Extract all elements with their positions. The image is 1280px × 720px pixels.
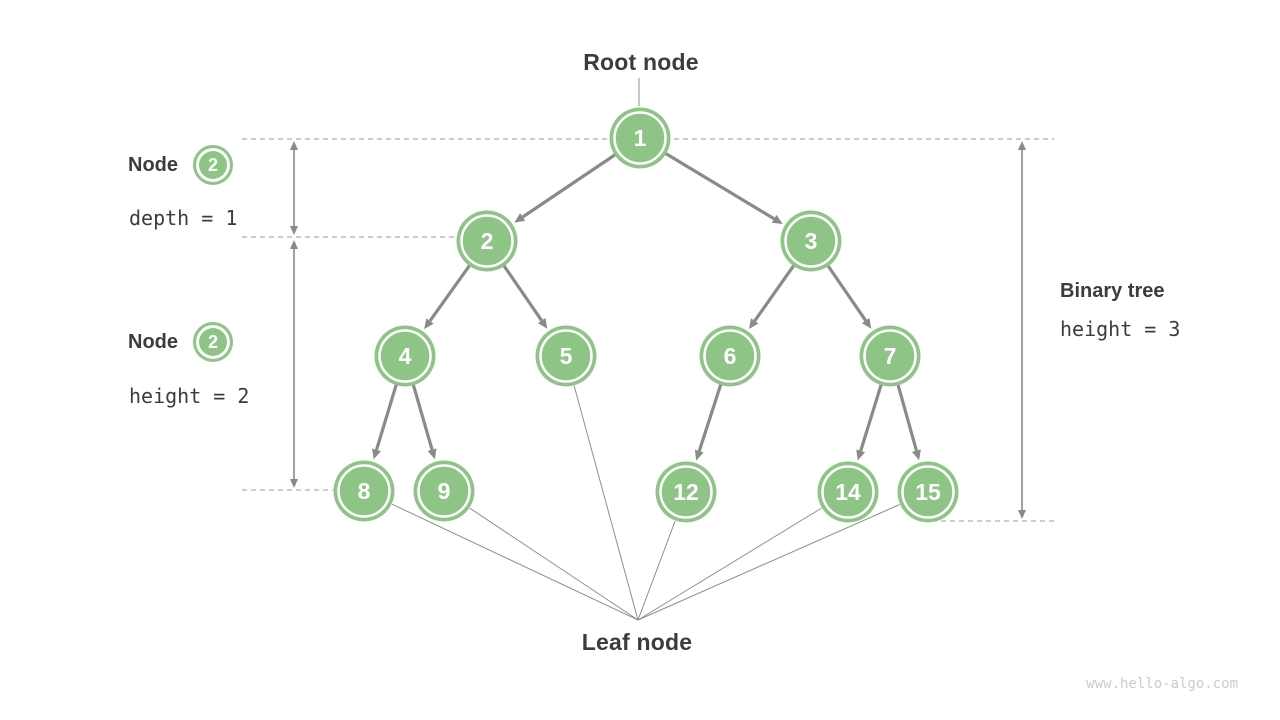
tree-node-ring-2 xyxy=(460,214,514,268)
tree-node-circle-3 xyxy=(780,210,842,272)
leaf-connector-line-8 xyxy=(391,503,639,621)
tree-node-value-14: 14 xyxy=(835,479,861,505)
watermark: www.hello-algo.com xyxy=(1086,676,1238,692)
measure-arrowhead-up-icon xyxy=(1018,141,1026,150)
tree-node-ring-15 xyxy=(901,465,955,519)
tree-node-circle-1 xyxy=(609,107,671,169)
measure-arrowhead-up-icon xyxy=(290,141,298,150)
annotation-node-depth: Node 2 xyxy=(128,145,233,185)
tree-edge-7-15 xyxy=(896,384,918,452)
node-depth-badge: 2 xyxy=(193,145,233,185)
tree-edge-arrowhead-icon xyxy=(771,214,783,224)
tree-edge-6-12 xyxy=(697,384,723,452)
tree-edge-arrowhead-icon xyxy=(427,448,437,460)
measure-arrowhead-down-icon xyxy=(1018,510,1026,519)
tree-node-circle-8 xyxy=(333,460,395,522)
leaf-connector-line-9 xyxy=(469,507,639,621)
tree-node-ring-1 xyxy=(613,111,667,165)
tree-edge-7-14 xyxy=(859,384,883,452)
tree-edge-3-7 xyxy=(826,264,867,322)
tree-node-ring-12 xyxy=(659,465,713,519)
leaf-connector-line-14 xyxy=(637,507,822,621)
node-height-title: Node xyxy=(128,330,178,353)
tree-node-ring-3 xyxy=(784,214,838,268)
leaf-connector-line-15 xyxy=(637,504,900,621)
tree-edge-4-9 xyxy=(411,384,434,451)
tree-node-circle-4 xyxy=(374,325,436,387)
tree-node-ring-7 xyxy=(863,329,917,383)
leaf-node-label: Leaf node xyxy=(581,629,693,655)
node-height-badge: 2 xyxy=(193,322,233,362)
tree-edge-arrowhead-icon xyxy=(537,317,548,329)
tree-edge-1-2 xyxy=(521,153,617,219)
leaf-connector-line-12 xyxy=(637,520,676,621)
tree-node-value-9: 9 xyxy=(438,478,451,504)
tree-edge-arrowhead-icon xyxy=(514,213,526,223)
root-node-label: Root node xyxy=(583,49,699,75)
measure-arrowhead-down-icon xyxy=(290,479,298,488)
tree-edge-3-6 xyxy=(753,264,796,322)
tree-node-value-15: 15 xyxy=(915,479,941,505)
binary-tree-caption: height = 3 xyxy=(1060,317,1181,341)
leaf-connector-line-5 xyxy=(573,385,639,621)
tree-node-value-6: 6 xyxy=(724,343,737,369)
tree-node-circle-9 xyxy=(413,460,475,522)
node-height-caption: height = 2 xyxy=(129,384,250,408)
tree-node-circle-12 xyxy=(655,461,717,523)
tree-node-value-8: 8 xyxy=(358,478,371,504)
tree-edge-2-5 xyxy=(502,264,543,322)
tree-edge-1-3 xyxy=(664,152,775,221)
tree-node-circle-7 xyxy=(859,325,921,387)
binary-tree-title: Binary tree xyxy=(1060,280,1165,302)
tree-node-ring-14 xyxy=(821,465,875,519)
tree-edge-4-8 xyxy=(374,384,398,451)
measure-arrowhead-down-icon xyxy=(290,226,298,235)
measure-arrowhead-up-icon xyxy=(290,240,298,249)
tree-node-circle-2 xyxy=(456,210,518,272)
tree-node-circle-14 xyxy=(817,461,879,523)
tree-node-value-3: 3 xyxy=(805,228,818,254)
tree-node-value-5: 5 xyxy=(560,343,573,369)
tree-edge-arrowhead-icon xyxy=(372,448,381,460)
tree-node-circle-15 xyxy=(897,461,959,523)
node-depth-caption: depth = 1 xyxy=(129,206,238,230)
tree-edge-arrowhead-icon xyxy=(749,318,759,330)
node-depth-title: Node xyxy=(128,153,178,176)
tree-edge-2-4 xyxy=(428,264,471,322)
tree-node-circle-5 xyxy=(535,325,597,387)
tree-node-ring-4 xyxy=(378,329,432,383)
tree-edge-arrowhead-icon xyxy=(424,318,434,330)
tree-node-value-7: 7 xyxy=(884,343,897,369)
tree-node-value-2: 2 xyxy=(481,228,494,254)
tree-node-circle-6 xyxy=(699,325,761,387)
tree-edge-arrowhead-icon xyxy=(856,449,866,461)
annotation-node-height: Node 2 xyxy=(128,322,233,362)
tree-node-ring-6 xyxy=(703,329,757,383)
tree-node-value-1: 1 xyxy=(634,125,647,151)
tree-node-ring-9 xyxy=(417,464,471,518)
tree-node-ring-8 xyxy=(337,464,391,518)
tree-edge-arrowhead-icon xyxy=(911,449,921,461)
tree-node-value-4: 4 xyxy=(399,343,412,369)
tree-edge-arrowhead-icon xyxy=(694,449,704,461)
tree-node-ring-5 xyxy=(539,329,593,383)
tree-edge-arrowhead-icon xyxy=(861,317,872,329)
tree-node-value-12: 12 xyxy=(673,479,699,505)
